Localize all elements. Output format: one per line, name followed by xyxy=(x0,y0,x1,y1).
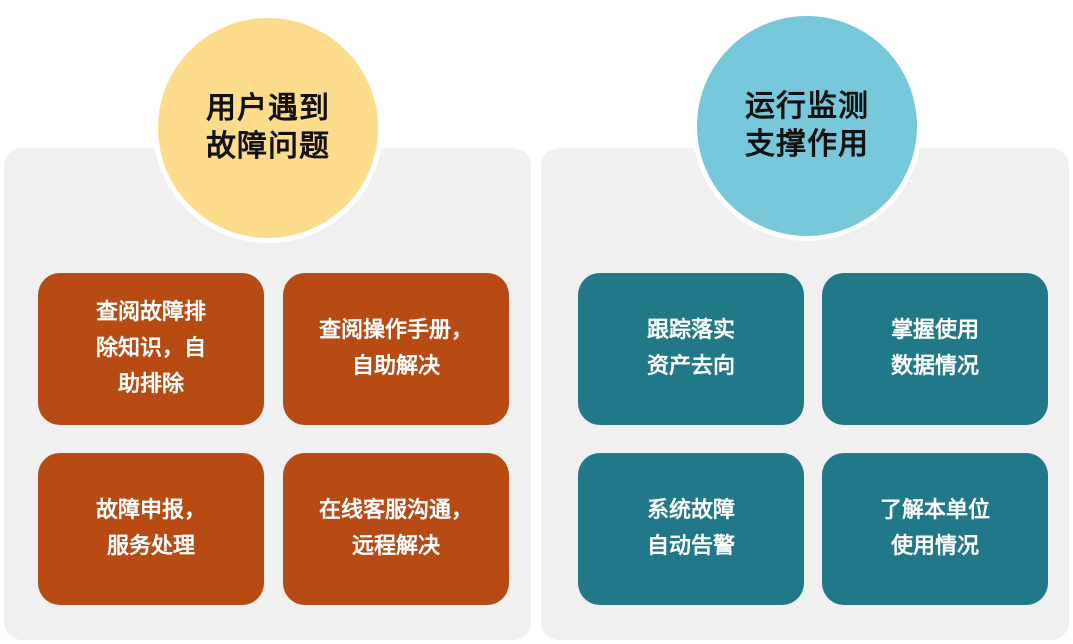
card-fault-report: 故障申报， 服务处理 xyxy=(38,453,264,605)
card-text-line: 服务处理 xyxy=(106,534,195,559)
card-asset-tracking: 跟踪落实 资产去向 xyxy=(578,273,804,425)
card-text-line: 数据情况 xyxy=(890,354,979,379)
card-text-line: 跟踪落实 xyxy=(646,318,735,343)
card-text-line: 除知识，自 xyxy=(95,336,206,361)
card-text-line: 自动告警 xyxy=(646,534,735,559)
card-text-line: 了解本单位 xyxy=(879,498,990,523)
card-fault-alert: 系统故障 自动告警 xyxy=(578,453,804,605)
monitoring-support-circle: 运行监测 支撑作用 xyxy=(692,11,922,241)
card-text-line: 掌握使用 xyxy=(890,318,979,343)
card-self-troubleshoot: 查阅故障排 除知识，自 助排除 xyxy=(38,273,264,425)
card-text-line: 查阅故障排 xyxy=(95,300,206,325)
card-text-line: 助排除 xyxy=(117,372,184,397)
card-text-line: 在线客服沟通， xyxy=(318,498,473,523)
card-text-line: 故障申报， xyxy=(95,498,206,523)
card-text-line: 查阅操作手册， xyxy=(318,318,473,343)
circle-title-line: 用户遇到 xyxy=(206,91,330,126)
card-text-line: 资产去向 xyxy=(646,354,735,379)
user-fault-circle: 用户遇到 故障问题 xyxy=(153,13,383,243)
card-manual-self-solve: 查阅操作手册， 自助解决 xyxy=(283,273,509,425)
card-text-line: 远程解决 xyxy=(351,534,440,559)
circle-title-line: 支撑作用 xyxy=(745,127,869,162)
card-text-line: 系统故障 xyxy=(646,498,735,523)
card-text-line: 自助解决 xyxy=(351,354,440,379)
card-text-line: 使用情况 xyxy=(890,534,979,559)
circle-title-line: 故障问题 xyxy=(206,129,330,164)
circle-title-line: 运行监测 xyxy=(745,89,869,124)
card-usage-data: 掌握使用 数据情况 xyxy=(822,273,1048,425)
card-unit-usage: 了解本单位 使用情况 xyxy=(822,453,1048,605)
card-online-support: 在线客服沟通， 远程解决 xyxy=(283,453,509,605)
